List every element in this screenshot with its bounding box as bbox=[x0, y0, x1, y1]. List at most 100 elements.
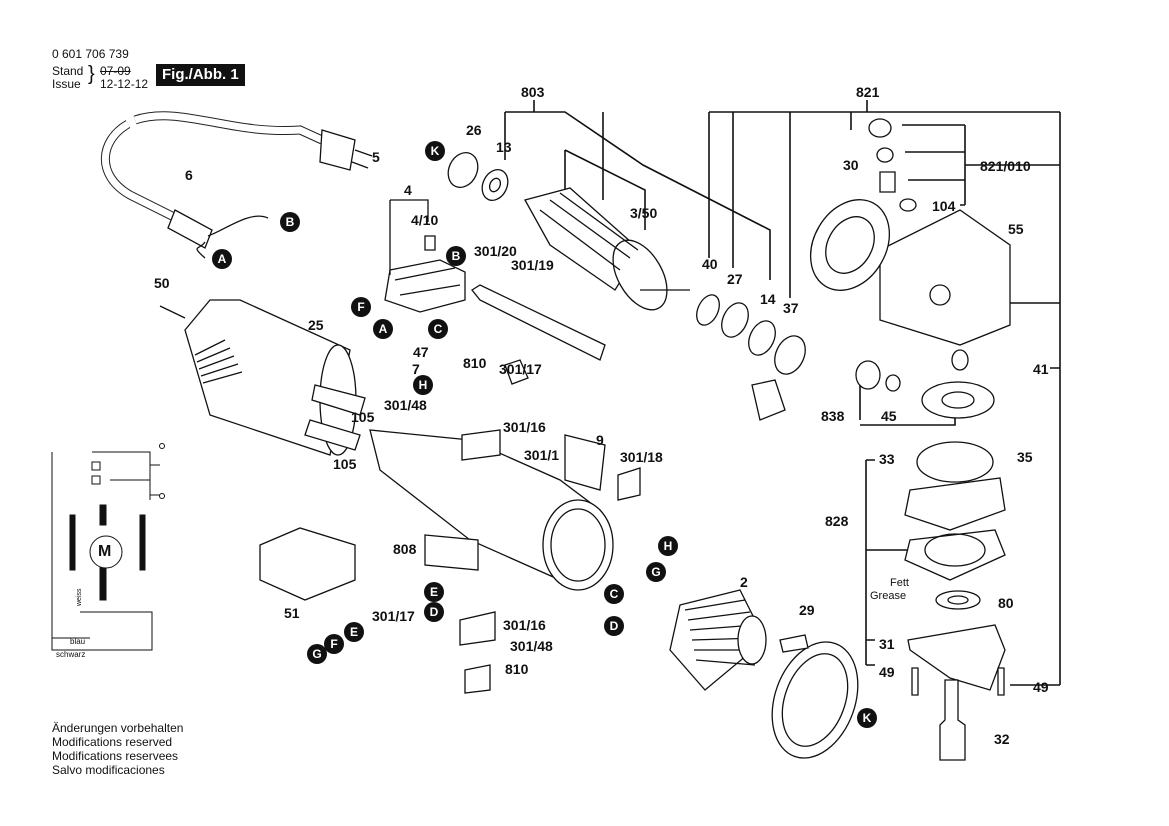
brush-holder bbox=[384, 199, 466, 313]
part-label-49-left[interactable]: 49 bbox=[879, 664, 895, 680]
part-label-838[interactable]: 838 bbox=[821, 408, 845, 424]
gear-head-housing bbox=[879, 209, 1011, 346]
part-label-301-17-lower[interactable]: 301/17 bbox=[372, 608, 415, 624]
part-label-301-20[interactable]: 301/20 bbox=[474, 243, 517, 259]
part-label-301-19[interactable]: 301/19 bbox=[511, 257, 554, 273]
grease-note-en: Grease bbox=[870, 590, 907, 602]
spindle-lock bbox=[868, 118, 917, 212]
part-label-104[interactable]: 104 bbox=[932, 198, 956, 214]
part-label-821-010[interactable]: 821/010 bbox=[980, 158, 1031, 174]
part-label-35[interactable]: 35 bbox=[1017, 449, 1033, 465]
connector-badge-d-field: D bbox=[604, 616, 624, 636]
part-label-55[interactable]: 55 bbox=[1008, 221, 1024, 237]
part-label-808[interactable]: 808 bbox=[393, 541, 417, 557]
connector-badge-f-holder: F bbox=[351, 297, 371, 317]
part-label-51[interactable]: 51 bbox=[284, 605, 300, 621]
connector-badge-a-cord: A bbox=[212, 249, 232, 269]
footer-notes: Änderungen vorbehalten Modifications res… bbox=[52, 721, 183, 777]
connector-badge-a-holder: A bbox=[373, 319, 393, 339]
brace: } bbox=[88, 63, 95, 85]
part-label-32[interactable]: 32 bbox=[994, 731, 1010, 747]
part-label-5[interactable]: 5 bbox=[372, 149, 380, 165]
part-label-4-10[interactable]: 4/10 bbox=[411, 212, 439, 228]
part-label-50[interactable]: 50 bbox=[154, 275, 170, 291]
part-label-301-48-upper[interactable]: 301/48 bbox=[384, 397, 427, 413]
part-label-31[interactable]: 31 bbox=[879, 636, 895, 652]
bevel-gear bbox=[855, 349, 995, 419]
issue-date: 12-12-12 bbox=[100, 77, 149, 91]
part-label-301-18[interactable]: 301/18 bbox=[620, 449, 663, 465]
wire-label-schwarz: schwarz bbox=[56, 650, 86, 659]
part-label-301-16-upper[interactable]: 301/16 bbox=[503, 419, 546, 435]
connector-badge-h-field: H bbox=[658, 536, 678, 556]
bearing-flange bbox=[904, 441, 1006, 761]
brush-assembly-lower bbox=[459, 611, 496, 694]
connector-badge-f-bottom: F bbox=[324, 634, 344, 654]
part-label-29[interactable]: 29 bbox=[799, 602, 815, 618]
field-coil bbox=[669, 589, 767, 691]
part-label-47[interactable]: 47 bbox=[413, 344, 429, 360]
wire-label-weiss: weiss bbox=[76, 588, 83, 606]
figure-label: Fig./Abb. 1 bbox=[156, 64, 245, 86]
motor-housing bbox=[159, 299, 366, 456]
part-label-13[interactable]: 13 bbox=[496, 139, 512, 155]
part-label-37[interactable]: 37 bbox=[783, 300, 799, 316]
connector-badge-e-bottom: E bbox=[344, 622, 364, 642]
part-label-26[interactable]: 26 bbox=[466, 122, 482, 138]
note-fr: Modifications reservees bbox=[52, 749, 179, 763]
part-label-25[interactable]: 25 bbox=[308, 317, 324, 333]
grease-note-de: Fett bbox=[890, 577, 909, 589]
part-label-828[interactable]: 828 bbox=[825, 513, 849, 529]
note-es: Salvo modificaciones bbox=[52, 763, 165, 777]
part-label-810-upper[interactable]: 810 bbox=[463, 355, 487, 371]
part-label-301-16-lower[interactable]: 301/16 bbox=[503, 617, 546, 633]
part-label-7[interactable]: 7 bbox=[412, 361, 420, 377]
part-label-30[interactable]: 30 bbox=[843, 157, 859, 173]
wire-label-blau: blau bbox=[70, 637, 86, 646]
issue-label: Issue bbox=[52, 77, 81, 91]
part-label-301-17-upper[interactable]: 301/17 bbox=[499, 361, 542, 377]
stand-date: 07-09 bbox=[100, 64, 131, 78]
switch-rod bbox=[471, 284, 606, 361]
part-label-45[interactable]: 45 bbox=[881, 408, 897, 424]
connector-badge-b-holder: B bbox=[446, 246, 466, 266]
part-label-49-right[interactable]: 49 bbox=[1033, 679, 1049, 695]
part-label-9[interactable]: 9 bbox=[596, 432, 604, 448]
bearings bbox=[447, 151, 806, 375]
connector-badge-h-mid: H bbox=[413, 375, 433, 395]
carbon-brush-2 bbox=[751, 379, 786, 421]
connector-badge-b-cord: B bbox=[280, 212, 300, 232]
connector-badge-k-guard: K bbox=[857, 708, 877, 728]
suppressor-capacitor bbox=[259, 527, 356, 601]
part-label-803[interactable]: 803 bbox=[521, 84, 545, 100]
part-label-40[interactable]: 40 bbox=[702, 256, 718, 272]
part-label-41[interactable]: 41 bbox=[1033, 361, 1049, 377]
part-label-105-b[interactable]: 105 bbox=[333, 456, 357, 472]
part-label-301-48-lower[interactable]: 301/48 bbox=[510, 638, 553, 654]
part-label-27[interactable]: 27 bbox=[727, 271, 743, 287]
part-label-105-a[interactable]: 105 bbox=[351, 409, 375, 425]
armature bbox=[524, 187, 690, 311]
power-cord bbox=[100, 111, 373, 259]
motor-symbol: M bbox=[98, 543, 112, 560]
part-label-4[interactable]: 4 bbox=[404, 182, 412, 198]
leader-lines bbox=[504, 100, 1061, 686]
carbon-brush bbox=[504, 359, 529, 385]
part-number: 0 601 706 739 bbox=[52, 47, 129, 61]
part-label-821[interactable]: 821 bbox=[856, 84, 880, 100]
guard-lid bbox=[771, 634, 859, 759]
part-label-14[interactable]: 14 bbox=[760, 291, 776, 307]
part-label-301-1[interactable]: 301/1 bbox=[524, 447, 560, 463]
part-label-6[interactable]: 6 bbox=[185, 167, 193, 183]
connector-badge-k-top: K bbox=[425, 141, 445, 161]
part-label-3-50[interactable]: 3/50 bbox=[630, 205, 658, 221]
protective-guard bbox=[810, 199, 890, 291]
note-de: Änderungen vorbehalten bbox=[52, 721, 184, 735]
part-label-33[interactable]: 33 bbox=[879, 451, 895, 467]
part-label-2[interactable]: 2 bbox=[740, 574, 748, 590]
brush-holder-clip bbox=[461, 429, 501, 461]
part-label-810-lower[interactable]: 810 bbox=[505, 661, 529, 677]
part-label-80[interactable]: 80 bbox=[998, 595, 1014, 611]
connector-badge-g-field: G bbox=[646, 562, 666, 582]
connector-badge-c-holder: C bbox=[428, 319, 448, 339]
